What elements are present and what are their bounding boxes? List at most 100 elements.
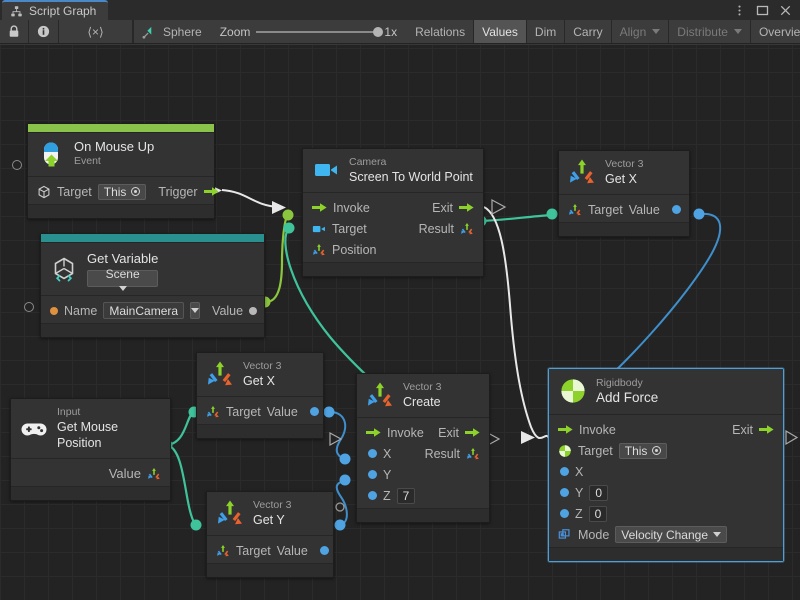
zoom-label: Zoom	[219, 24, 251, 39]
variable-name-dropdown[interactable]	[190, 302, 201, 319]
target-picker-icon[interactable]	[652, 446, 662, 455]
port-label-z: Z	[575, 506, 583, 521]
node-title: Screen To World Point	[349, 170, 473, 184]
port-z-dot[interactable]	[368, 491, 377, 500]
zoom-control[interactable]: Zoom 1x	[210, 20, 407, 43]
port-value-dot[interactable]	[309, 407, 319, 416]
vector3-icon	[467, 447, 479, 459]
node-subtitle: On Mouse Up	[74, 139, 155, 154]
port-z-dot[interactable]	[560, 509, 569, 518]
node-footer	[559, 222, 689, 236]
port-row-x: X Result	[357, 443, 489, 464]
vector3-icon	[569, 203, 581, 215]
y-value-field[interactable]: 0	[589, 484, 609, 501]
window-menu-button[interactable]	[733, 4, 746, 17]
maximize-button[interactable]	[756, 4, 769, 17]
zoom-slider[interactable]	[256, 26, 384, 37]
graph-target-label: Sphere	[163, 24, 202, 39]
graph-canvas[interactable]: On Mouse Up Event Target This Tr	[0, 45, 800, 600]
carry-button[interactable]: Carry	[565, 20, 612, 43]
node-title: Event	[74, 155, 101, 167]
distribute-dropdown[interactable]: Distribute	[669, 20, 751, 43]
toolbar-divider	[133, 20, 134, 43]
port-label-trigger: Trigger	[158, 184, 198, 199]
force-mode-dropdown[interactable]: Velocity Change	[615, 526, 728, 543]
script-graph-icon	[10, 5, 23, 18]
port-value-dot[interactable]	[249, 306, 258, 315]
flow-arrow-icon[interactable]	[203, 186, 219, 197]
port-name-in[interactable]	[24, 302, 34, 312]
flow-arrow-icon[interactable]	[366, 427, 381, 438]
close-button[interactable]	[779, 4, 792, 17]
flow-arrow-icon[interactable]	[759, 424, 774, 435]
port-row-invoke: Invoke Exit	[303, 197, 483, 218]
node-body: Target Value	[207, 536, 333, 563]
port-label-target: Target	[226, 404, 261, 419]
node-subtitle: Input	[57, 406, 81, 418]
relations-button[interactable]: Relations	[407, 20, 475, 43]
port-x-dot[interactable]	[368, 449, 377, 458]
z-value: 7	[402, 488, 410, 503]
port-row-name: Name MainCamera Value	[41, 300, 264, 321]
port-row-target: Target Value	[559, 199, 689, 220]
port-label-target: Target	[332, 221, 367, 236]
node-footer	[549, 547, 783, 561]
node-header: Rigidbody Add Force	[549, 369, 783, 415]
port-value-dot[interactable]	[671, 205, 681, 214]
code-view-button[interactable]: ⟨×⟩	[59, 20, 133, 43]
port-label-y: Y	[575, 485, 584, 500]
graph-target[interactable]: Sphere	[134, 20, 210, 43]
port-y-dot[interactable]	[368, 470, 377, 479]
distribute-label: Distribute	[677, 24, 728, 39]
tab-script-graph[interactable]: Script Graph	[2, 0, 109, 20]
node-vector3-get-y-left[interactable]: Vector 3 Get Y Target Value	[206, 491, 334, 578]
graph-toolbar: ⟨×⟩ Sphere Zoom 1x Relations Values Dim …	[0, 20, 800, 44]
variable-scope-dropdown[interactable]: Scene	[87, 267, 159, 291]
chevron-down-icon	[191, 308, 200, 313]
variable-name-field[interactable]: MainCamera	[103, 302, 185, 319]
z-value-field[interactable]: 0	[588, 505, 608, 522]
port-label-exit: Exit	[732, 422, 753, 437]
port-name-dot[interactable]	[50, 306, 58, 315]
node-camera-screen-to-world-point[interactable]: Camera Screen To World Point Invoke Exit	[302, 148, 484, 277]
node-subtitle: Get Variable	[87, 251, 159, 266]
camera-icon	[312, 225, 325, 232]
target-this-button[interactable]: This	[97, 183, 147, 200]
port-value-dot[interactable]	[319, 546, 329, 555]
chevron-down-icon	[652, 29, 661, 34]
node-subtitle: Rigidbody	[596, 377, 643, 389]
values-button[interactable]: Values	[474, 20, 527, 43]
flow-arrow-icon[interactable]	[558, 424, 573, 435]
info-button[interactable]	[29, 20, 59, 43]
node-vector3-get-x-left[interactable]: Vector 3 Get X Target Value	[196, 352, 324, 439]
cube-icon	[38, 185, 50, 198]
port-target-in[interactable]	[12, 160, 22, 170]
node-subtitle: Vector 3	[243, 360, 282, 372]
target-this-button[interactable]: This	[618, 442, 668, 459]
lock-button[interactable]	[0, 20, 29, 43]
dim-button[interactable]: Dim	[526, 20, 566, 43]
port-label-x: X	[383, 446, 392, 461]
node-body: Invoke Exit Target This	[549, 415, 783, 547]
port-label-result: Result	[424, 446, 460, 461]
port-y-dot[interactable]	[560, 488, 569, 497]
target-picker-icon[interactable]	[131, 187, 141, 196]
flow-arrow-icon[interactable]	[312, 202, 327, 213]
node-footer	[28, 204, 214, 218]
node-get-variable[interactable]: Get Variable Scene Name MainCamera	[24, 233, 265, 338]
align-dropdown[interactable]: Align	[611, 20, 670, 43]
port-x-dot[interactable]	[560, 467, 569, 476]
port-row-invoke: Invoke Exit	[357, 422, 489, 443]
vector3-icon	[313, 243, 325, 255]
node-rigidbody-add-force[interactable]: Rigidbody Add Force Invoke Exit	[548, 368, 784, 562]
flow-arrow-icon[interactable]	[459, 202, 474, 213]
zoom-slider-knob[interactable]	[373, 26, 384, 37]
node-vector3-create[interactable]: Vector 3 Create Invoke Exit X Result	[356, 373, 490, 523]
gamepad-icon	[21, 423, 47, 436]
node-on-mouse-up[interactable]: On Mouse Up Event Target This Tr	[12, 123, 219, 219]
node-input-get-mouse-position[interactable]: Input Get Mouse Position Value	[10, 398, 171, 501]
z-value-field[interactable]: 7	[396, 487, 416, 504]
overview-button[interactable]: Overview	[750, 20, 800, 43]
flow-arrow-icon[interactable]	[465, 427, 480, 438]
node-vector3-get-x-top[interactable]: Vector 3 Get X Target Value	[558, 150, 690, 237]
